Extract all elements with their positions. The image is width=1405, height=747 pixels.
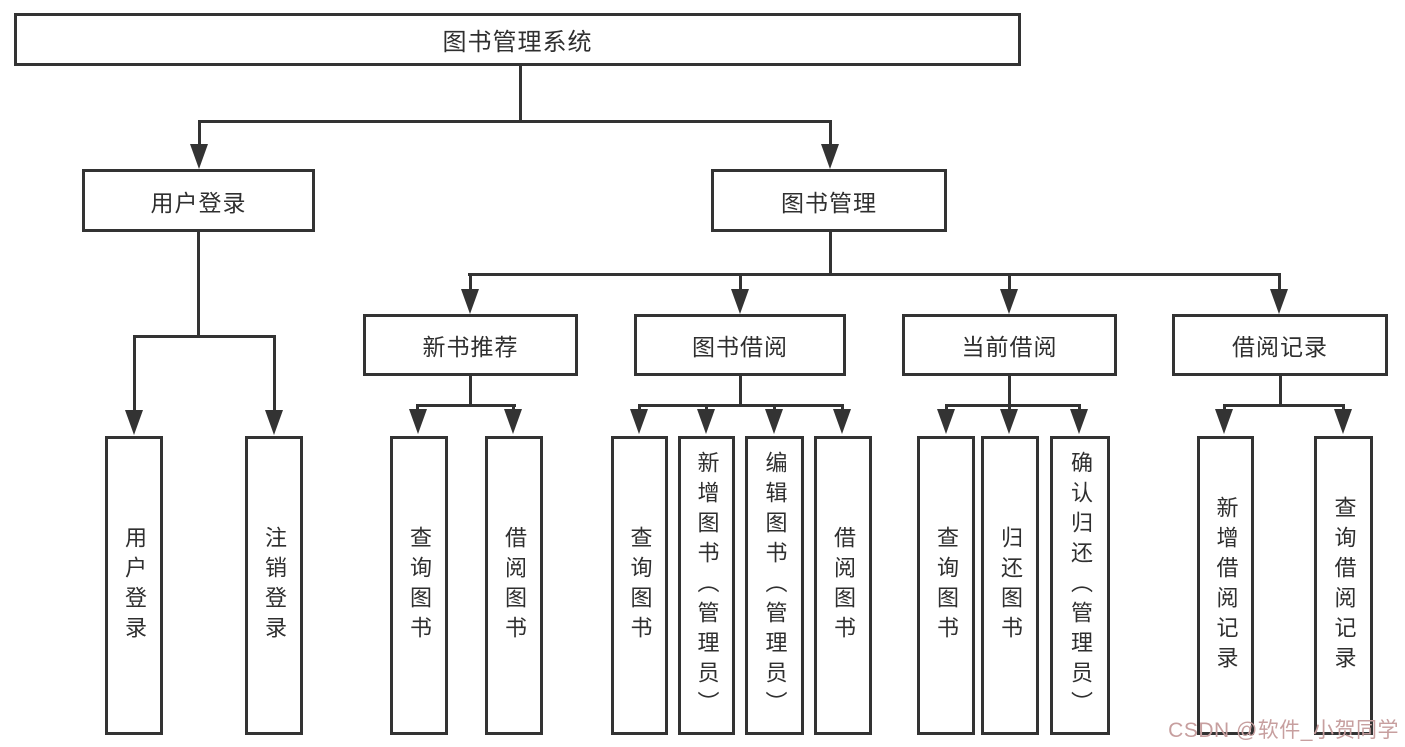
arrowhead-down-icon: [409, 409, 427, 434]
arrowhead-down-icon: [821, 144, 839, 169]
connector-line: [469, 376, 472, 404]
connector-line: [1008, 376, 1011, 404]
connector-line: [1078, 404, 1081, 411]
node-root: 图书管理系统: [14, 13, 1021, 66]
node-query-borrow-record: 查询借阅记录: [1314, 436, 1373, 735]
arrowhead-down-icon: [1000, 289, 1018, 314]
node-new-book-recommend: 新书推荐: [363, 314, 578, 376]
connector-line: [1342, 404, 1345, 411]
arrowhead-down-icon: [461, 289, 479, 314]
node-query-books-current: 查询图书: [917, 436, 975, 735]
arrowhead-down-icon: [697, 409, 715, 434]
node-borrow-records: 借阅记录: [1172, 314, 1388, 376]
connector-line: [416, 404, 516, 407]
node-logout: 注销登录: [245, 436, 303, 735]
connector-line: [468, 273, 1281, 276]
node-login: 用户登录: [105, 436, 163, 735]
node-book-management: 图书管理: [711, 169, 947, 232]
node-add-borrow-record: 新增借阅记录: [1197, 436, 1254, 735]
connector-line: [1278, 273, 1281, 290]
connector-line: [829, 120, 832, 146]
node-return-book: 归还图书: [981, 436, 1039, 735]
arrowhead-down-icon: [1000, 409, 1018, 434]
arrowhead-down-icon: [1270, 289, 1288, 314]
connector-line: [1279, 376, 1282, 404]
node-borrow-books-recommend: 借阅图书: [485, 436, 543, 735]
connector-line: [198, 120, 201, 146]
connector-line: [705, 404, 708, 411]
arrowhead-down-icon: [937, 409, 955, 434]
connector-line: [469, 273, 472, 290]
connector-line: [197, 232, 200, 335]
arrowhead-down-icon: [833, 409, 851, 434]
node-current-borrowing: 当前借阅: [902, 314, 1117, 376]
arrowhead-down-icon: [630, 409, 648, 434]
connector-line: [739, 273, 742, 290]
connector-line: [829, 232, 832, 273]
connector-line: [133, 335, 136, 411]
arrowhead-down-icon: [1334, 409, 1352, 434]
watermark: CSDN @软件_小贺同学: [1168, 719, 1399, 742]
arrowhead-down-icon: [1070, 409, 1088, 434]
arrowhead-down-icon: [765, 409, 783, 434]
connector-line: [273, 335, 276, 411]
node-confirm-return-admin: 确认归还（管理员）: [1050, 436, 1110, 735]
node-edit-book-admin: 编辑图书（管理员）: [745, 436, 804, 735]
connector-line: [638, 404, 641, 411]
arrowhead-down-icon: [265, 410, 283, 435]
node-add-book-admin: 新增图书（管理员）: [678, 436, 735, 735]
connector-line: [519, 66, 522, 120]
connector-line: [1223, 404, 1226, 411]
node-user-login: 用户登录: [82, 169, 315, 232]
node-book-borrowing: 图书借阅: [634, 314, 846, 376]
connector-line: [1223, 404, 1345, 407]
node-query-books-recommend: 查询图书: [390, 436, 448, 735]
connector-line: [416, 404, 419, 411]
node-query-books-borrowing: 查询图书: [611, 436, 668, 735]
connector-line: [512, 404, 515, 411]
connector-line: [841, 404, 844, 411]
arrowhead-down-icon: [504, 409, 522, 434]
connector-line: [638, 404, 844, 407]
connector-line: [773, 404, 776, 411]
node-borrow-books-borrowing: 借阅图书: [814, 436, 872, 735]
connector-line: [945, 404, 948, 411]
connector-line: [945, 404, 1081, 407]
connector-line: [198, 120, 831, 123]
arrowhead-down-icon: [190, 144, 208, 169]
arrowhead-down-icon: [1215, 409, 1233, 434]
connector-line: [133, 335, 276, 338]
connector-line: [739, 376, 742, 404]
connector-line: [1008, 273, 1011, 290]
connector-line: [1008, 404, 1011, 411]
arrowhead-down-icon: [125, 410, 143, 435]
arrowhead-down-icon: [731, 289, 749, 314]
